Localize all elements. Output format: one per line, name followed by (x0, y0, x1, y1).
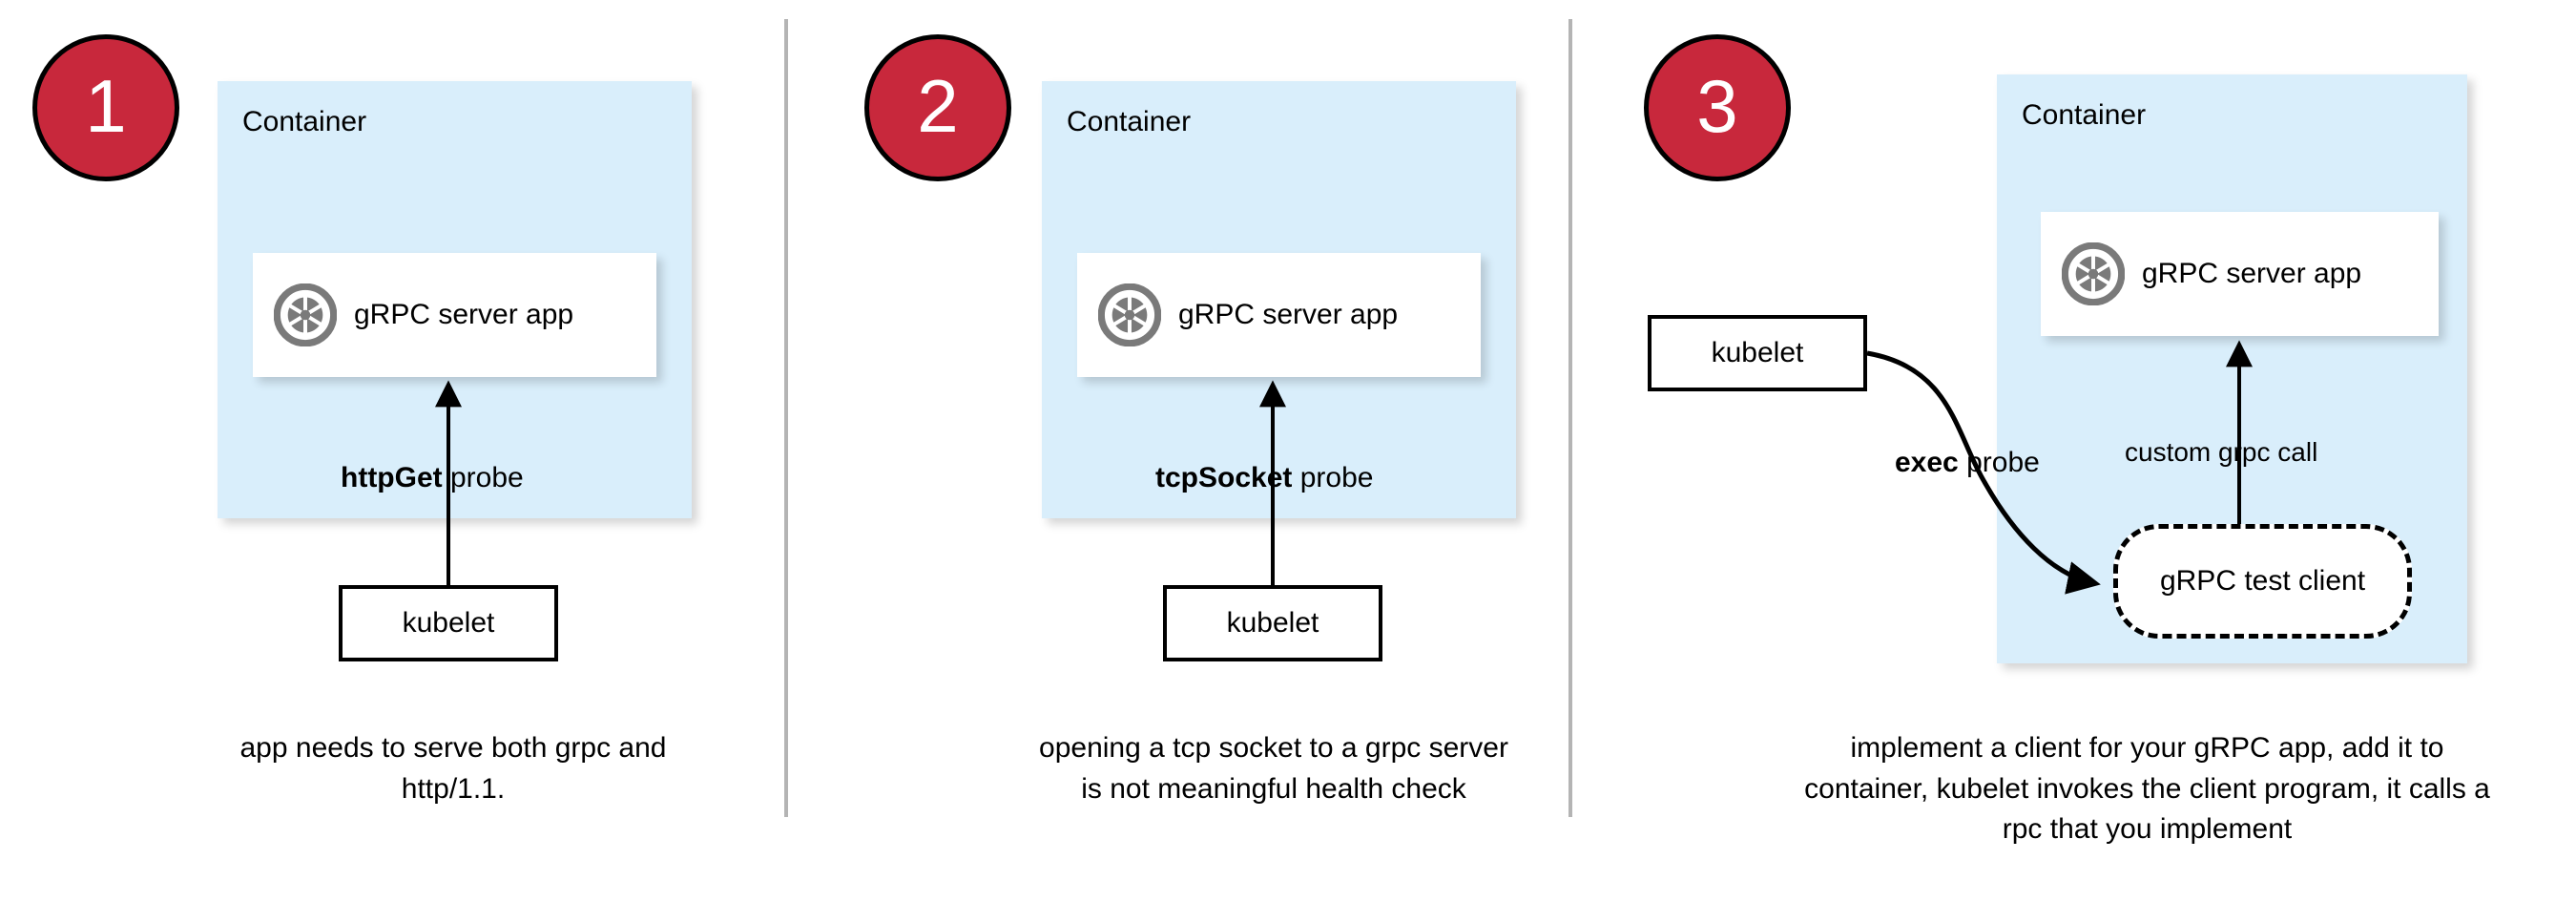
grpc-server-app-card-2: gRPC server app (1077, 253, 1481, 377)
panel-divider-2 (1568, 19, 1572, 817)
kubelet-box-3: kubelet (1648, 315, 1867, 391)
panel-divider-1 (784, 19, 788, 817)
grpc-server-app-card-3: gRPC server app (2041, 212, 2439, 336)
kubelet-box-2: kubelet (1163, 585, 1382, 661)
grpc-server-app-label: gRPC server app (2142, 258, 2362, 289)
probe-type-text: exec (1895, 447, 1959, 478)
httpget-probe-label: httpGet probe (341, 462, 524, 494)
kubelet-label: kubelet (1226, 607, 1319, 639)
grpc-logo-icon (274, 283, 337, 346)
grpc-server-app-label: gRPC server app (354, 299, 574, 330)
kubelet-box-1: kubelet (339, 585, 558, 661)
grpc-server-app-label: gRPC server app (1178, 299, 1399, 330)
step-badge-1: 1 (32, 34, 179, 181)
probe-type-text: httpGet (341, 462, 443, 493)
probe-type-text: tcpSocket (1155, 462, 1293, 493)
panel-caption-1: app needs to serve both grpc and http/1.… (239, 732, 667, 805)
custom-grpc-call-label: custom grpc call (2125, 437, 2318, 467)
probe-word-text: probe (1958, 447, 2040, 478)
step-badge-number: 3 (1696, 64, 1738, 148)
step-badge-3: 3 (1644, 34, 1791, 181)
step-badge-number: 2 (917, 64, 959, 148)
probe-word-text: probe (442, 462, 524, 493)
kubelet-label: kubelet (1711, 337, 1804, 368)
step-badge-2: 2 (864, 34, 1011, 181)
grpc-logo-icon (1098, 283, 1161, 346)
panel-caption-3: implement a client for your gRPC app, ad… (1804, 732, 2490, 846)
panel-caption-2: opening a tcp socket to a grpc server is… (1039, 732, 1508, 805)
container-label: Container (242, 106, 367, 137)
step-badge-number: 1 (85, 64, 127, 148)
container-label: Container (1067, 106, 1192, 137)
grpc-server-app-card-1: gRPC server app (253, 253, 656, 377)
probe-word-text: probe (1292, 462, 1374, 493)
grpc-test-client-label: gRPC test client (2159, 565, 2366, 597)
exec-probe-label: exec probe (1895, 447, 2040, 479)
grpc-logo-icon (2062, 242, 2125, 305)
container-label: Container (2022, 99, 2147, 131)
kubelet-label: kubelet (402, 607, 495, 639)
grpc-test-client-node: gRPC test client (2113, 524, 2412, 639)
tcpsocket-probe-label: tcpSocket probe (1155, 462, 1373, 494)
